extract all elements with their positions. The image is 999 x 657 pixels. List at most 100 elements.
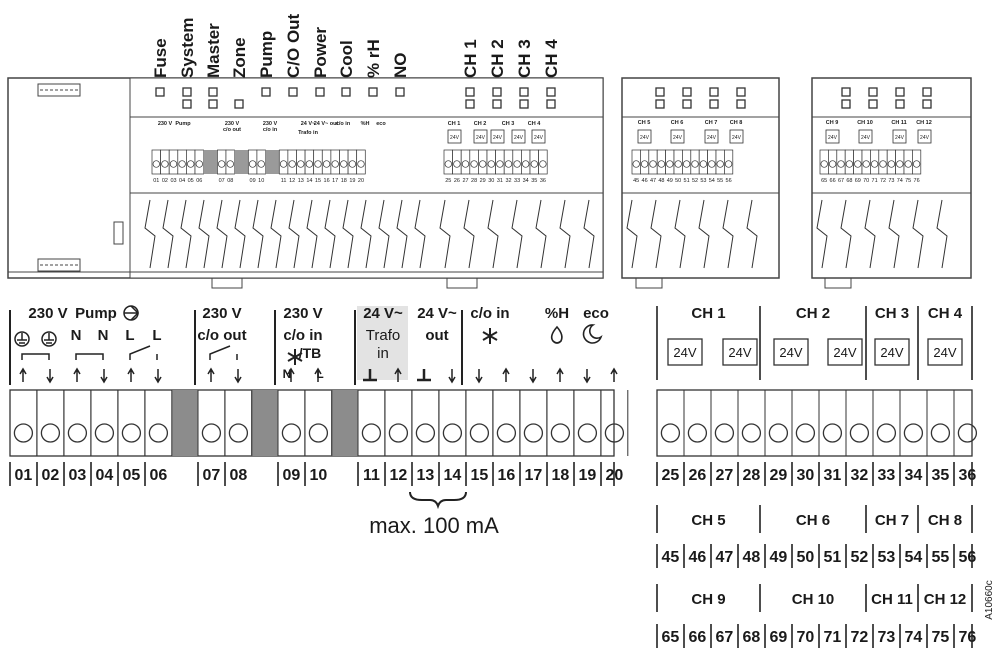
terminal-number: 65 <box>821 178 827 184</box>
terminal-number: 20 <box>358 178 364 184</box>
terminal-screw <box>357 160 365 168</box>
indicator-label: CH 1 <box>461 39 480 78</box>
actuator-label: 24V <box>895 135 905 141</box>
terminal-number: 49 <box>770 549 788 566</box>
terminal-screw <box>94 423 115 443</box>
terminal-number: 51 <box>684 178 690 184</box>
terminal-number: 01 <box>153 178 159 184</box>
terminal-number: 52 <box>692 178 698 184</box>
terminal-spacer <box>331 390 358 456</box>
label-in: in <box>377 345 389 362</box>
indicator-label: Zone <box>230 37 249 78</box>
wire-slot <box>180 199 192 269</box>
terminal-number: 67 <box>716 629 734 646</box>
terminal-screw <box>226 160 234 168</box>
terminal-number: 30 <box>488 178 494 184</box>
moon-icon <box>582 324 603 344</box>
channel-small-label: CH 10 <box>857 120 873 126</box>
terminal-number: 10 <box>258 178 264 184</box>
terminal-screw <box>148 423 169 443</box>
actuator-label: 24V <box>833 345 856 360</box>
wire-slot <box>674 199 686 269</box>
figure-id: A10660c <box>984 580 995 619</box>
device-small-label: CH 1 <box>448 121 461 127</box>
device-small-label: c/o in <box>263 127 278 133</box>
actuator-label: 24V <box>728 345 751 360</box>
terminal-screw <box>195 160 203 168</box>
terminal-screw <box>388 423 409 443</box>
actuator-box <box>531 129 546 144</box>
channel-label: CH 6 <box>796 512 830 529</box>
terminal-number: 50 <box>675 178 681 184</box>
arrow-up-icon <box>314 367 322 382</box>
terminal-number: 07 <box>219 178 225 184</box>
device-small-label: Pump <box>175 121 191 127</box>
terminal-screw <box>714 423 735 443</box>
led-indicator <box>922 99 932 109</box>
led-indicator <box>709 87 719 97</box>
terminal-number: 54 <box>905 549 923 566</box>
terminal-screw <box>896 160 904 168</box>
wire-slot <box>583 199 595 269</box>
arrow-down-icon <box>583 369 591 384</box>
device-small-label: 230 V <box>225 121 240 127</box>
terminal-number: 04 <box>179 178 185 184</box>
terminal-number: 10 <box>310 467 328 484</box>
led-indicator <box>682 99 692 109</box>
terminal-spacer <box>251 390 278 456</box>
terminal-screw <box>496 423 517 443</box>
indicator-label: CH 3 <box>515 39 534 78</box>
device-small-label: CH 2 <box>474 121 487 127</box>
terminal-number: 55 <box>717 178 723 184</box>
terminal-number: 66 <box>830 178 836 184</box>
device-small-label: 230 V <box>263 121 278 127</box>
label-eco: eco <box>583 305 609 322</box>
label-l: L <box>152 327 161 344</box>
terminal-number: 15 <box>471 467 489 484</box>
channel-label: CH 10 <box>792 591 835 608</box>
terminal-number: 35 <box>932 467 950 484</box>
arrow-down-icon <box>100 369 108 384</box>
wire-slot <box>816 199 828 269</box>
current-note: max. 100 mA <box>369 513 499 538</box>
terminal-number: 47 <box>716 549 734 566</box>
label-tb: /TB <box>299 345 322 361</box>
terminal-number: 66 <box>689 629 707 646</box>
led-indicator <box>546 99 556 109</box>
terminal-number: 25 <box>445 178 451 184</box>
terminal-screw <box>862 160 870 168</box>
led-indicator <box>922 87 932 97</box>
terminal-screw <box>837 160 845 168</box>
label-out: out <box>425 327 448 344</box>
terminal-number: 31 <box>824 467 842 484</box>
ground-icon <box>14 331 30 347</box>
mount-foot <box>446 278 478 289</box>
channel-small-label: CH 8 <box>730 120 743 126</box>
terminal-screw <box>674 160 682 168</box>
terminal-screw <box>708 160 716 168</box>
led-indicator <box>655 99 665 109</box>
label-n: N <box>98 327 109 344</box>
channel-label: CH 1 <box>691 305 725 322</box>
wire-slot <box>306 199 318 269</box>
actuator-box <box>722 338 758 366</box>
terminal-number: 46 <box>689 549 707 566</box>
led-indicator <box>182 99 192 109</box>
terminal-screw <box>828 160 837 168</box>
terminal-screw <box>741 423 762 443</box>
terminal-screw <box>649 160 657 168</box>
terminal-screw <box>415 423 436 443</box>
terminal-screw <box>870 160 879 168</box>
led-indicator <box>208 87 218 97</box>
terminal-screw <box>640 160 649 168</box>
terminal-number: 46 <box>642 178 648 184</box>
terminal-screw <box>178 160 186 168</box>
channel-small-label: CH 11 <box>891 120 906 126</box>
terminal-cell <box>538 149 548 175</box>
device-wire-slots <box>144 199 595 269</box>
label-trafo: Trafo <box>366 327 400 344</box>
led-indicator <box>315 87 325 97</box>
